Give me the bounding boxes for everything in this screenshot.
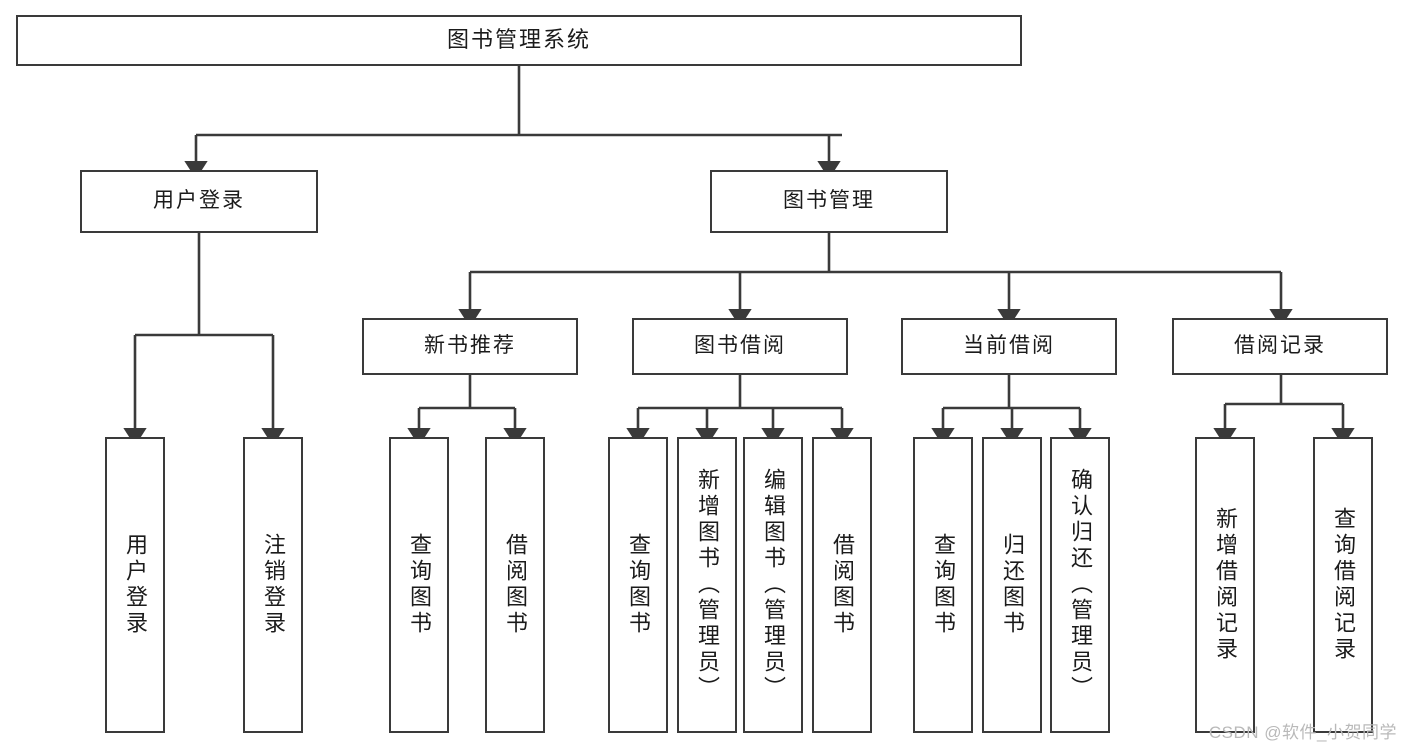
leaf-book-borrow-edit-label: 编辑图书（管理员） bbox=[761, 468, 786, 702]
leaf-new-book-query[interactable]: 查询图书 bbox=[389, 437, 449, 733]
leaf-current-borrow-return[interactable]: 归还图书 bbox=[982, 437, 1042, 733]
leaf-current-borrow-confirm[interactable]: 确认归还（管理员） bbox=[1050, 437, 1110, 733]
leaf-new-book-borrow-label: 借阅图书 bbox=[503, 533, 528, 637]
node-book-borrow-label: 图书借阅 bbox=[694, 334, 786, 358]
leaf-borrow-record-add[interactable]: 新增借阅记录 bbox=[1195, 437, 1255, 733]
leaf-user-login-signout[interactable]: 注销登录 bbox=[243, 437, 303, 733]
watermark: CSDN @软件_小贺同学 bbox=[1208, 723, 1397, 742]
leaf-new-book-query-label: 查询图书 bbox=[407, 533, 432, 637]
leaf-borrow-record-add-label: 新增借阅记录 bbox=[1213, 507, 1238, 663]
leaf-new-book-borrow[interactable]: 借阅图书 bbox=[485, 437, 545, 733]
node-borrow-record[interactable]: 借阅记录 bbox=[1172, 318, 1388, 375]
node-new-book-recommend[interactable]: 新书推荐 bbox=[362, 318, 578, 375]
leaf-user-login-signin[interactable]: 用户登录 bbox=[105, 437, 165, 733]
node-user-login-label: 用户登录 bbox=[153, 189, 245, 213]
node-user-login[interactable]: 用户登录 bbox=[80, 170, 318, 233]
leaf-book-borrow-query[interactable]: 查询图书 bbox=[608, 437, 668, 733]
node-root-label: 图书管理系统 bbox=[446, 27, 591, 53]
leaf-current-borrow-query-label: 查询图书 bbox=[931, 533, 956, 637]
node-book-borrow[interactable]: 图书借阅 bbox=[632, 318, 848, 375]
leaf-current-borrow-confirm-label: 确认归还（管理员） bbox=[1068, 468, 1093, 702]
node-current-borrow[interactable]: 当前借阅 bbox=[901, 318, 1117, 375]
node-current-borrow-label: 当前借阅 bbox=[963, 334, 1055, 358]
leaf-book-borrow-add-label: 新增图书（管理员） bbox=[695, 468, 720, 702]
leaf-user-login-signout-label: 注销登录 bbox=[261, 533, 286, 637]
node-borrow-record-label: 借阅记录 bbox=[1234, 334, 1326, 358]
node-new-book-recommend-label: 新书推荐 bbox=[424, 334, 516, 358]
leaf-current-borrow-query[interactable]: 查询图书 bbox=[913, 437, 973, 733]
leaf-user-login-signin-label: 用户登录 bbox=[123, 533, 148, 637]
leaf-book-borrow-lend[interactable]: 借阅图书 bbox=[812, 437, 872, 733]
leaf-book-borrow-edit[interactable]: 编辑图书（管理员） bbox=[743, 437, 803, 733]
node-root[interactable]: 图书管理系统 bbox=[16, 15, 1022, 66]
leaf-borrow-record-query-label: 查询借阅记录 bbox=[1331, 507, 1356, 663]
leaf-current-borrow-return-label: 归还图书 bbox=[1000, 533, 1025, 637]
leaf-book-borrow-add[interactable]: 新增图书（管理员） bbox=[677, 437, 737, 733]
leaf-borrow-record-query[interactable]: 查询借阅记录 bbox=[1313, 437, 1373, 733]
leaf-book-borrow-lend-label: 借阅图书 bbox=[830, 533, 855, 637]
node-book-management-label: 图书管理 bbox=[783, 189, 875, 213]
leaf-book-borrow-query-label: 查询图书 bbox=[626, 533, 651, 637]
node-book-management[interactable]: 图书管理 bbox=[710, 170, 948, 233]
